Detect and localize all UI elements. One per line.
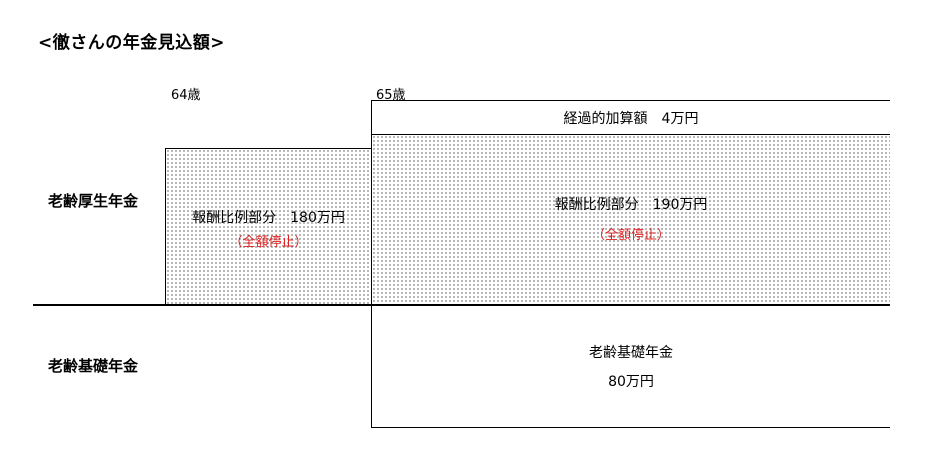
basic-pension-amount: 80万円: [608, 374, 654, 390]
hoshu-64-status: （全額停止）: [229, 235, 308, 250]
page-title: <徹さんの年金見込額>: [38, 33, 225, 53]
age-65-label: 65歳: [376, 88, 406, 103]
basic-pension-label: 老齢基礎年金: [589, 345, 673, 361]
row-label-basic-pension: 老齢基礎年金: [48, 357, 139, 375]
hoshu-65-status: （全額停止）: [591, 228, 670, 243]
hoshu-65-block: 報酬比例部分 190万円 （全額停止）: [371, 134, 890, 306]
hoshu-65-label: 報酬比例部分 190万円: [554, 197, 708, 213]
hoshu-64-block: 報酬比例部分 180万円 （全額停止）: [165, 148, 372, 306]
hoshu-64-label: 報酬比例部分 180万円: [192, 210, 345, 226]
kakyu-block: 経過的加算額 4万円: [371, 100, 890, 135]
basic-pension-block: 老齢基礎年金 80万円: [371, 305, 890, 428]
age-64-label: 64歳: [171, 88, 201, 103]
row-divider-line: [33, 304, 890, 306]
row-label-employee-pension: 老齢厚生年金: [48, 192, 139, 210]
kakyu-label: 経過的加算額 4万円: [563, 111, 699, 127]
